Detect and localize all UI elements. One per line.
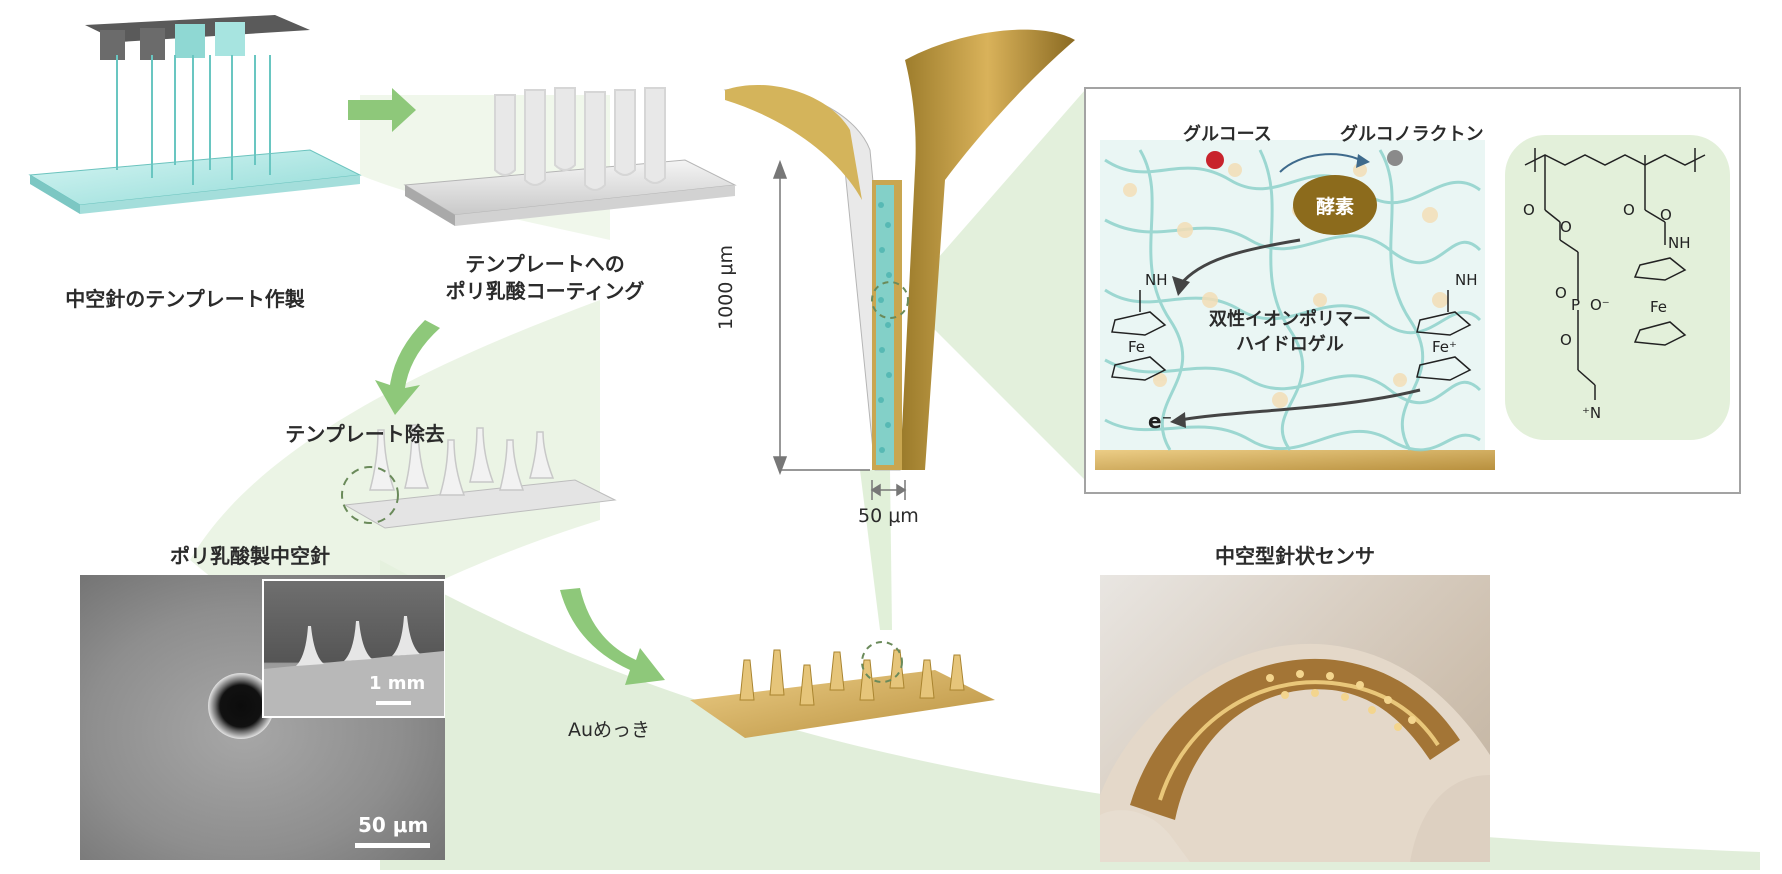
- device-photo-drawing: [1100, 643, 1490, 862]
- removed-template-needles: [341, 424, 617, 529]
- pla-coated-template: [403, 87, 737, 226]
- sem-inset-drawing: [264, 616, 444, 716]
- enzyme-label: 酵素: [1316, 195, 1354, 218]
- needle-cross-section: [723, 29, 1075, 471]
- label-pla-hollow-needle: ポリ乳酸製中空針: [170, 544, 330, 568]
- iron-left: Fe: [1128, 338, 1145, 356]
- sem-image: 1 mm 50 μm: [80, 575, 445, 860]
- label-pla-coating-2: ポリ乳酸コーティング: [445, 279, 645, 303]
- sem-inset-scalebar: [376, 701, 411, 705]
- arrow-step1: [348, 88, 416, 132]
- sem-inset: 1 mm: [262, 579, 445, 718]
- au-plated-needles: [690, 641, 995, 738]
- label-template-making: 中空針のテンプレート作製: [65, 287, 305, 311]
- beam-bottom: [380, 560, 1760, 870]
- chem-p: P: [1571, 296, 1580, 314]
- template-illustration: [28, 15, 362, 214]
- chem-fe: Fe: [1650, 298, 1667, 316]
- label-hollow-sensor: 中空型針状センサ: [1215, 544, 1375, 568]
- amine-right: NH: [1455, 271, 1478, 289]
- chem-o-4: O: [1560, 331, 1572, 349]
- arrow-step3: [560, 588, 665, 685]
- sem-scalebar: [355, 843, 430, 848]
- polymer-structure: [1524, 148, 1706, 400]
- label-height-dim: 1000 μm: [715, 245, 737, 330]
- chem-n-plus: ⁺N: [1582, 404, 1601, 422]
- amine-left: NH: [1145, 271, 1168, 289]
- beam-left: [190, 300, 600, 650]
- arrow-step2: [375, 320, 440, 415]
- chem-nh: NH: [1668, 234, 1691, 252]
- sem-scale-label: 50 μm: [358, 813, 429, 837]
- chem-o-2: O: [1560, 218, 1572, 236]
- beam-zoom-right: [910, 90, 1085, 480]
- sem-inset-scale-label: 1 mm: [369, 673, 426, 694]
- chem-o-1: O: [1523, 201, 1535, 219]
- dimension-height: [772, 159, 870, 476]
- mechanism-box: Fe Fe⁺ NH NH e⁻ グルコース グルコノラクトン 酵素 双性イオンポ…: [1084, 87, 1741, 494]
- iron-right: Fe⁺: [1432, 338, 1457, 356]
- beam-zoom-left: [860, 470, 892, 630]
- label-au-plating: Auめっき: [568, 719, 651, 741]
- device-photo: [1100, 575, 1490, 862]
- ferrocene-right: [1416, 290, 1472, 381]
- label-template-removal: テンプレート除去: [285, 422, 445, 446]
- electron-label: e⁻: [1148, 409, 1172, 433]
- chem-o-minus: O⁻: [1590, 296, 1610, 314]
- dimension-width: [870, 480, 907, 500]
- chem-o-5: O: [1623, 201, 1635, 219]
- ferrocene-left: [1111, 290, 1167, 381]
- gluconolactone-label: グルコノラクトン: [1340, 123, 1484, 145]
- label-width-dim: 50 μm: [858, 505, 919, 527]
- chem-o-6: O: [1660, 206, 1672, 224]
- hydrogel-label-2: ハイドロゲル: [1236, 333, 1344, 355]
- label-pla-coating-1: テンプレートへの: [465, 252, 625, 276]
- chem-o-3: O: [1555, 284, 1567, 302]
- glucose-label: グルコース: [1183, 123, 1272, 145]
- hydrogel-label-1: 双性イオンポリマー: [1209, 308, 1371, 330]
